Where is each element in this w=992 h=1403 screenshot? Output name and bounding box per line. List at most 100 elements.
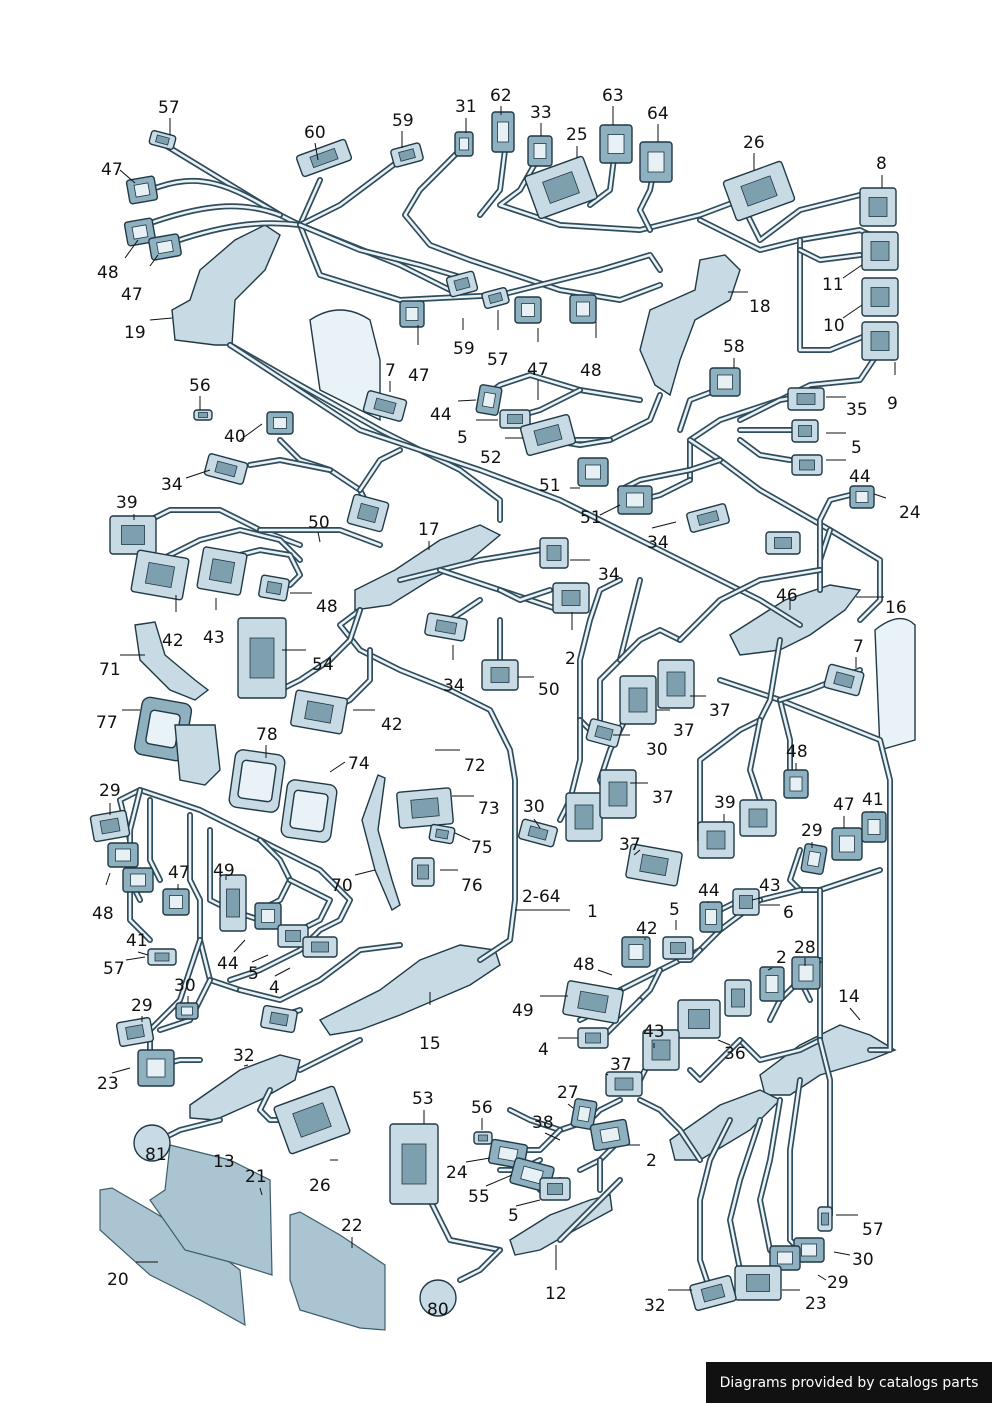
- callout-12: 12: [545, 1284, 567, 1304]
- callout-23: 23: [97, 1074, 119, 1094]
- leader-line: [137, 951, 149, 956]
- connector-face: [130, 873, 146, 887]
- callout-53: 53: [412, 1089, 434, 1109]
- callout-34: 34: [647, 533, 669, 553]
- callout-17: 17: [418, 520, 440, 540]
- connector-face: [99, 817, 121, 835]
- connector-face: [614, 1077, 634, 1091]
- connector-face: [273, 417, 287, 429]
- callout-2: 2: [565, 649, 576, 669]
- window-glass-left: [309, 309, 381, 422]
- connector-face: [144, 561, 176, 589]
- leader-line: [124, 239, 139, 259]
- callout-71: 71: [99, 660, 121, 680]
- callout-62: 62: [490, 86, 512, 106]
- callout-44: 44: [698, 881, 720, 901]
- callout-47: 47: [527, 360, 549, 380]
- wire-segment-core: [728, 1118, 762, 1272]
- connector-face: [131, 224, 149, 240]
- connector-face: [599, 1126, 621, 1144]
- connector-face: [478, 1134, 488, 1142]
- wire-segment-core: [148, 798, 162, 882]
- connector-face: [490, 667, 510, 683]
- wire-segment: [777, 697, 793, 783]
- connector-face: [748, 808, 768, 828]
- part-71-bracket: [134, 621, 210, 701]
- wire-segment-core: [338, 608, 517, 962]
- leader-line: [111, 1067, 131, 1074]
- connector-face: [577, 990, 609, 1014]
- wire-segment-core: [738, 1038, 822, 1062]
- leader-line: [243, 1064, 249, 1067]
- callout-10: 10: [823, 316, 845, 336]
- callout-34: 34: [161, 475, 183, 495]
- connector-face: [292, 1102, 332, 1138]
- part-78-inner-b: [289, 789, 329, 833]
- connector-face: [309, 147, 339, 169]
- connector-face: [594, 725, 614, 741]
- leader-line: [842, 264, 863, 279]
- wire-segment-core: [618, 888, 802, 992]
- connector-face: [285, 930, 301, 942]
- callout-41: 41: [126, 931, 148, 951]
- wire-segment-core: [698, 638, 782, 842]
- callout-47: 47: [408, 366, 430, 386]
- wire-segment-core: [738, 438, 792, 462]
- wire-segment-core: [798, 248, 862, 262]
- callout-42: 42: [381, 715, 403, 735]
- wire-segment-core: [748, 718, 762, 802]
- leader-line: [717, 1039, 731, 1046]
- connector-face: [868, 197, 888, 217]
- callout-48: 48: [316, 597, 338, 617]
- wire-segment-core: [688, 1038, 742, 1082]
- connector-face: [533, 143, 547, 159]
- wire-segment-core: [618, 458, 722, 492]
- leader-line: [185, 469, 211, 479]
- connector-face: [133, 182, 151, 198]
- connector-face: [181, 1006, 193, 1016]
- callout-5: 5: [851, 438, 862, 458]
- callout-44: 44: [430, 405, 452, 425]
- connector-face: [746, 1274, 770, 1292]
- wire-segment-core: [678, 568, 822, 642]
- callout-32: 32: [233, 1046, 255, 1066]
- connector-face: [705, 909, 717, 925]
- callout-78: 78: [256, 725, 278, 745]
- connector-face: [434, 828, 450, 840]
- wire-segment-core: [638, 1098, 702, 1162]
- callout-51: 51: [580, 508, 602, 528]
- callout-15: 15: [419, 1034, 441, 1054]
- callout-25: 25: [566, 125, 588, 145]
- connector-face: [833, 671, 855, 689]
- callout-26: 26: [743, 133, 765, 153]
- wire-segment-core: [258, 528, 382, 547]
- connector-face: [304, 700, 334, 724]
- callout-50: 50: [308, 513, 330, 533]
- callout-31: 31: [455, 97, 477, 117]
- callout-6: 6: [783, 903, 794, 923]
- connector-face: [125, 1024, 145, 1040]
- wire-segment-core: [128, 508, 302, 547]
- connector-face: [799, 459, 815, 471]
- callout-29: 29: [827, 1273, 849, 1293]
- connector-face: [373, 397, 397, 415]
- connector-face: [546, 545, 562, 561]
- connector-face: [527, 825, 549, 841]
- leader-line: [259, 1187, 263, 1196]
- part-70-strip: [361, 774, 401, 912]
- connector-face: [647, 151, 665, 173]
- callout-48: 48: [573, 955, 595, 975]
- wire-segment-core: [248, 458, 332, 472]
- callout-39: 39: [116, 493, 138, 513]
- callout-38: 38: [532, 1113, 554, 1133]
- part-22-panel: [289, 1211, 386, 1331]
- callout-55: 55: [468, 1187, 490, 1207]
- callout-5: 5: [669, 900, 680, 920]
- leader-line: [817, 1274, 827, 1281]
- connector-face: [311, 941, 329, 953]
- callout-49: 49: [512, 1001, 534, 1021]
- callout-4: 4: [269, 978, 280, 998]
- callout-50: 50: [538, 680, 560, 700]
- callout-49: 49: [213, 861, 235, 881]
